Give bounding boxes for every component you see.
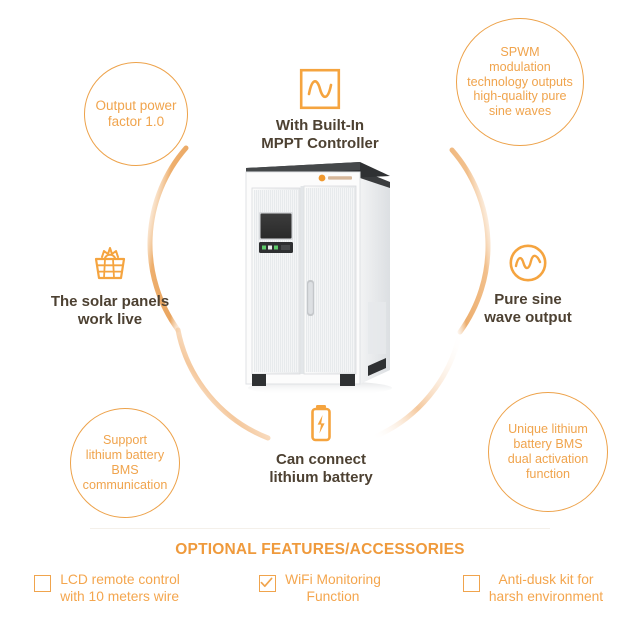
feature-battery-label: Can connect lithium battery [269,451,373,487]
battery-bolt-icon [300,402,342,444]
product-image-inverter-cabinet [228,152,408,402]
feature-battery: Can connect lithium battery [238,402,404,488]
feature-mppt: With Built-In MPPT Controller [232,68,408,154]
feature-solar: The solar panels work live [22,244,198,330]
checkbox-anti-dusk-kit[interactable] [462,575,480,592]
optional-item-anti-dusk-kit[interactable]: Anti-dusk kit for harsh environment [427,572,640,605]
bubble-output-power-text: Output power factor 1.0 [95,98,177,129]
optional-item-anti-dusk-kit-label: Anti-dusk kit for harsh environment [488,572,604,604]
bubble-spwm-text: SPWM modulation technology outputs high-… [467,44,573,119]
bubble-bms-dual-text: Unique lithium battery BMS dual activati… [507,422,589,481]
optional-features-title: OPTIONAL FEATURES/ACCESSORIES [175,541,465,558]
feature-sine-label: Pure sine wave output [484,291,572,327]
bubble-bms-support: Support lithium battery BMS communicatio… [70,408,180,518]
feature-mppt-label: With Built-In MPPT Controller [261,117,379,153]
bubble-bms-dual: Unique lithium battery BMS dual activati… [488,392,608,512]
optional-features-list: LCD remote control with 10 meters wire W… [0,572,640,605]
optional-item-wifi-monitoring[interactable]: WiFi Monitoring Function [214,572,427,605]
solar-panel-icon [89,244,131,286]
optional-item-wifi-monitoring-label: WiFi Monitoring Function [285,572,381,604]
sine-wave-circle-icon [507,242,549,284]
feature-sine: Pure sine wave output [444,242,612,328]
bubble-output-power: Output power factor 1.0 [84,62,188,166]
section-divider [90,528,550,529]
checkbox-wifi-monitoring[interactable] [259,575,277,592]
bubble-spwm: SPWM modulation technology outputs high-… [456,18,584,146]
optional-item-lcd-remote[interactable]: LCD remote control with 10 meters wire [1,572,214,605]
sine-wave-square-icon [299,68,341,110]
feature-solar-label: The solar panels work live [50,293,170,329]
optional-features-section: OPTIONAL FEATURES/ACCESSORIES LCD remote… [0,528,640,605]
optional-item-lcd-remote-label: LCD remote control with 10 meters wire [60,572,180,604]
bubble-bms-support-text: Support lithium battery BMS communicatio… [82,433,168,492]
checkbox-lcd-remote[interactable] [34,575,52,592]
